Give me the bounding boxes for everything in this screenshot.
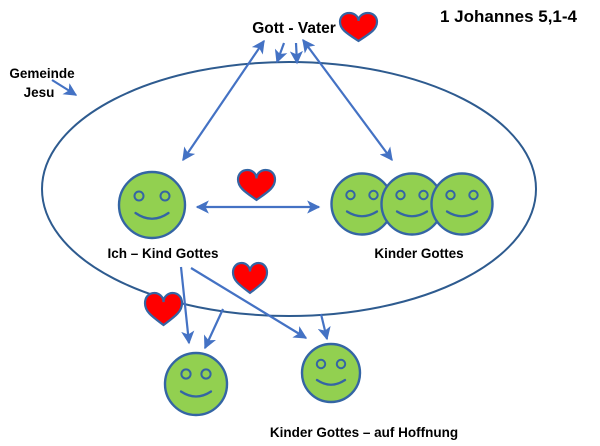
smiley-icon-me: [117, 170, 187, 240]
smiley-icon-hope-right: [300, 342, 362, 404]
arrow-god-down-right: [289, 42, 303, 65]
arrow-god-me: [182, 39, 265, 162]
heart-icon-top: [340, 13, 377, 41]
smiley-group-children: [330, 172, 494, 236]
label-community-line1: Gemeinde: [9, 66, 75, 81]
arrow-community-pointer: [51, 79, 78, 96]
label-children-hope: Kinder Gottes – auf Hoffnung: [270, 425, 458, 440]
community-ellipse: [41, 61, 537, 317]
arrow-god-children: [302, 38, 393, 162]
smiley-icon-hope-left: [163, 351, 229, 417]
arrow-ellipse-hope-left: [203, 308, 224, 350]
label-god: Gott - Vater: [252, 20, 336, 37]
arrow-me-hope-right: [190, 267, 308, 339]
label-me: Ich – Kind Gottes: [107, 246, 218, 261]
smiley-icon-child-3: [430, 172, 494, 236]
heart-icon-bottom-mid: [233, 263, 267, 293]
label-children: Kinder Gottes: [374, 246, 463, 261]
heart-icon-bottom-left: [145, 293, 182, 325]
smiley-icon-child-1: [330, 172, 394, 236]
arrow-ellipse-hope-right: [317, 313, 331, 341]
page-title: 1 Johannes 5,1-4: [440, 7, 578, 26]
heart-icon-middle: [238, 170, 275, 200]
arrow-god-down-left: [274, 42, 288, 64]
label-community-line2: Jesu: [24, 85, 55, 100]
arrow-me-hope-left: [179, 266, 195, 345]
